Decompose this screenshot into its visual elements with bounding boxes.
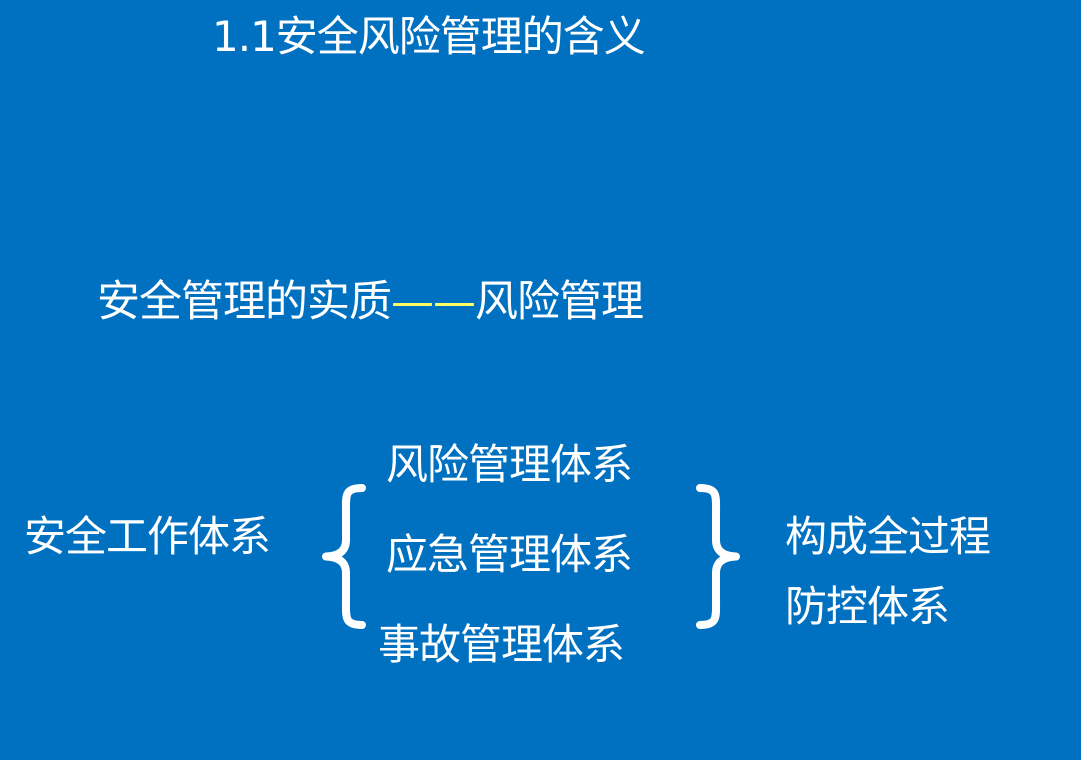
- headline-left: 安全管理的实质: [97, 277, 392, 327]
- headline-right: 风险管理: [475, 277, 644, 327]
- subsystem-risk: 风险管理体系: [386, 440, 633, 489]
- subsystem-emergency: 应急管理体系: [386, 530, 633, 579]
- work-system-label: 安全工作体系: [24, 512, 271, 561]
- result-line-1: 构成全过程: [785, 512, 991, 561]
- headline-dash: ——: [391, 277, 476, 327]
- left-brace: [322, 484, 366, 629]
- slide-title: 1.1安全风险管理的含义: [212, 12, 646, 61]
- subsystem-accident: 事故管理体系: [378, 620, 625, 669]
- headline: 安全管理的实质——风险管理: [97, 281, 644, 324]
- result-line-2: 防控体系: [785, 582, 950, 631]
- right-brace: [696, 484, 740, 629]
